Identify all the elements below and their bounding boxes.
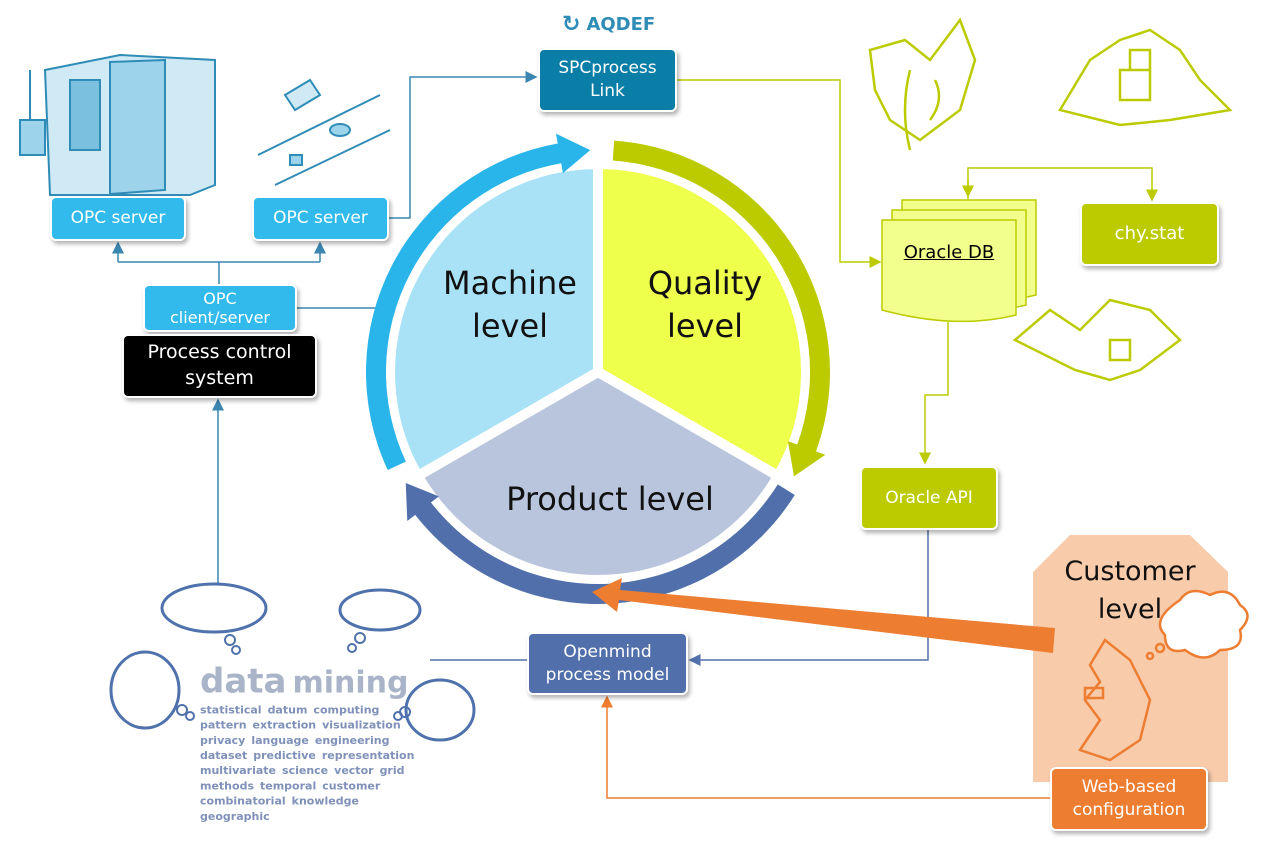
connector-web-to-openmind: [601, 695, 1050, 799]
oracle-db-document-stack: [881, 199, 1037, 323]
word-cloud-term: geographic: [200, 810, 270, 823]
customer-level-label: Customer level: [1064, 556, 1196, 625]
word-cloud-term: combinatorial: [200, 795, 286, 808]
word-cloud-term: visualization: [322, 719, 401, 732]
customer-level-shape: [1033, 535, 1228, 782]
opc-server-2-box[interactable]: OPC server: [252, 196, 389, 241]
machine-cycle-arrow: [365, 133, 591, 471]
product-level-sector: [411, 366, 785, 585]
word-cloud-term: grid: [380, 764, 405, 777]
product-level-label: Product level: [506, 480, 714, 518]
word-cloud-term: vector: [334, 764, 374, 777]
connector-db-to-stat: [967, 167, 1158, 202]
word-cloud-term: extraction: [253, 719, 317, 732]
opc-server-1-box[interactable]: OPC server: [50, 196, 186, 241]
process-control-system-box[interactable]: Process control system: [122, 334, 317, 398]
word-cloud-term: statistical: [200, 703, 262, 716]
connector-db-to-api: [919, 322, 949, 465]
word-cloud-term: privacy: [200, 734, 245, 747]
word-cloud-term: methods: [200, 779, 254, 792]
customer-person-sketch-icon: [1078, 589, 1249, 762]
connector-api-to-openmind: [688, 528, 929, 666]
aqdef-logo: ↻ AQDEF: [562, 12, 655, 37]
quality-worker-sketch-icon: [868, 17, 1233, 382]
cycle-diagram: [365, 133, 830, 604]
word-cloud-term: datum: [268, 703, 308, 716]
word-cloud-term: data: [200, 662, 286, 702]
word-cloud-term: knowledge: [292, 795, 359, 808]
opc-client-server-box[interactable]: OPC client/server: [143, 284, 297, 332]
customer-to-product-arrow: [592, 578, 1055, 653]
spcprocess-link-box[interactable]: SPCprocess Link: [538, 48, 677, 112]
openmind-process-model-box[interactable]: Openmind process model: [527, 632, 688, 695]
word-cloud-term: dataset: [200, 749, 247, 762]
quality-level-label: Quality level: [647, 264, 763, 346]
word-cloud-term: science: [282, 764, 328, 777]
connector-spc-to-db: [676, 79, 882, 268]
machine-tool-sketch-icon: [19, 53, 216, 196]
product-cycle-arrow: [405, 483, 795, 604]
word-cloud-term: predictive: [253, 749, 316, 762]
word-cloud-term: language: [251, 734, 309, 747]
connector-opc-to-spc: [388, 71, 538, 219]
word-cloud-term: engineering: [315, 734, 390, 747]
word-cloud-term: temporal: [260, 779, 316, 792]
oracle-db-link[interactable]: Oracle DB: [903, 242, 995, 263]
chy-stat-box[interactable]: chy.stat: [1080, 202, 1219, 266]
oracle-api-box[interactable]: Oracle API: [860, 466, 998, 530]
web-based-configuration-box[interactable]: Web-based configuration: [1050, 767, 1208, 831]
word-cloud-term: representation: [322, 749, 415, 762]
connector-opc-client-up: [118, 243, 320, 284]
refresh-icon: ↻: [562, 12, 581, 37]
quality-cycle-arrow: [612, 140, 830, 477]
machine-level-label: Machine level: [443, 264, 577, 346]
conveyor-sketch-icon: [257, 78, 391, 186]
word-cloud-term: computing: [313, 703, 379, 716]
aqdef-label: AQDEF: [586, 14, 656, 35]
word-cloud-term: customer: [322, 779, 381, 792]
word-cloud-term: mining: [292, 666, 408, 701]
word-cloud-term: pattern: [200, 719, 247, 732]
word-cloud-term: multivariate: [200, 764, 276, 777]
